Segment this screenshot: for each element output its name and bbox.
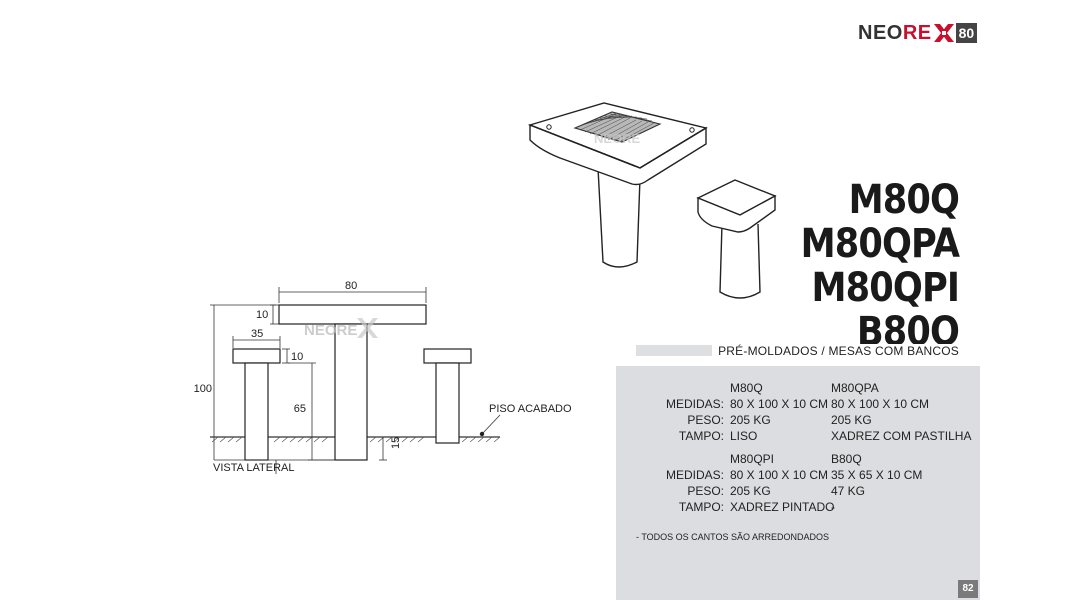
spec-tampo: - (831, 500, 835, 514)
bench-left-column (244, 362, 269, 461)
dim-depth: 15 (390, 437, 402, 449)
spec-model: M80QPA (831, 381, 879, 395)
spec-b80q: B80Q 35 X 65 X 10 CM 47 KG - (831, 451, 922, 515)
page-number: 82 (958, 580, 978, 598)
spec-peso: 205 KG (730, 413, 771, 427)
spec-medidas: 35 X 65 X 10 CM (831, 468, 923, 482)
spec-model: B80Q (831, 452, 862, 466)
dim-bench-width: 35 (251, 328, 263, 340)
model-titles: M80Q M80QPA M80QPI B80Q (779, 177, 960, 354)
bench-right-seat (423, 348, 472, 364)
label-medidas: MEDIDAS: (665, 397, 724, 411)
vista-lateral-label: VISTA LATERAL (213, 462, 295, 474)
piso-marker (479, 431, 485, 437)
subtitle: PRÉ-MOLDADOS / MESAS COM BANCOS (712, 344, 959, 358)
table-column-side (334, 323, 368, 461)
label-tampo: TAMPO: (678, 429, 724, 443)
label-medidas: MEDIDAS: (665, 468, 724, 482)
dim-top-thickness: 10 (256, 309, 268, 321)
spec-medidas: 80 X 100 X 10 CM (730, 397, 829, 411)
dim-top-width: 80 (345, 280, 357, 292)
label-peso: PESO: (687, 484, 724, 498)
piso-acabado-label: PISO ACABADO (489, 403, 572, 415)
bench-illustration (696, 179, 777, 299)
spec-medidas: 80 X 100 X 10 CM (831, 397, 930, 411)
spec-m80q: M80Q 80 X 100 X 10 CM 205 KG LISO (730, 380, 828, 444)
side-view-drawing: NEORE (194, 280, 572, 474)
spec-labels-group-1: MEDIDAS: PESO: TAMPO: (620, 380, 724, 444)
spec-medidas: 80 X 100 X 10 CM (730, 468, 829, 482)
label-tampo: TAMPO: (678, 500, 724, 514)
bench-left-seat (232, 348, 281, 364)
spec-peso: 205 KG (730, 484, 771, 498)
spec-tampo: XADREZ PINTADO (730, 500, 835, 514)
ground-hatch (211, 436, 501, 443)
dim-bench-thickness: 10 (291, 351, 303, 363)
logo-x-icon (933, 24, 954, 42)
model-title-3: M80QPI (811, 265, 959, 311)
spec-labels-group-2: MEDIDAS: PESO: TAMPO: (620, 451, 724, 515)
spec-m80qpa: M80QPA 80 X 100 X 10 CM 205 KG XADREZ CO… (831, 380, 971, 444)
logo-number: 80 (955, 23, 978, 43)
spec-peso: 205 KG (831, 413, 872, 427)
spec-tampo: LISO (730, 429, 758, 443)
dim-bench-height: 65 (294, 403, 306, 415)
dimension-lines (210, 287, 501, 474)
dim-total-height: 100 (194, 383, 212, 395)
watermark-drawing: NEORE (304, 322, 357, 339)
spec-m80qpi: M80QPI 80 X 100 X 10 CM 205 KG XADREZ PI… (730, 451, 834, 515)
table-illustration (527, 102, 708, 268)
watermark-top: NEORE (594, 131, 641, 146)
footnote: - TODOS OS CANTOS SÃO ARREDONDADOS (636, 532, 830, 542)
model-title-1: M80Q (848, 177, 960, 223)
model-title-2: M80QPA (800, 221, 960, 267)
chess-board (573, 111, 662, 143)
spec-panel (616, 366, 980, 600)
spec-peso: 47 KG (831, 484, 866, 498)
spec-model: M80Q (730, 381, 763, 395)
spec-tampo: XADREZ COM PASTILHA (831, 429, 972, 443)
spec-model: M80QPI (730, 452, 775, 466)
logo-text-red: RE (902, 21, 932, 44)
bench-right-column (435, 362, 460, 444)
label-peso: PESO: (687, 413, 724, 427)
logo-text-dark: NEO (858, 21, 903, 44)
